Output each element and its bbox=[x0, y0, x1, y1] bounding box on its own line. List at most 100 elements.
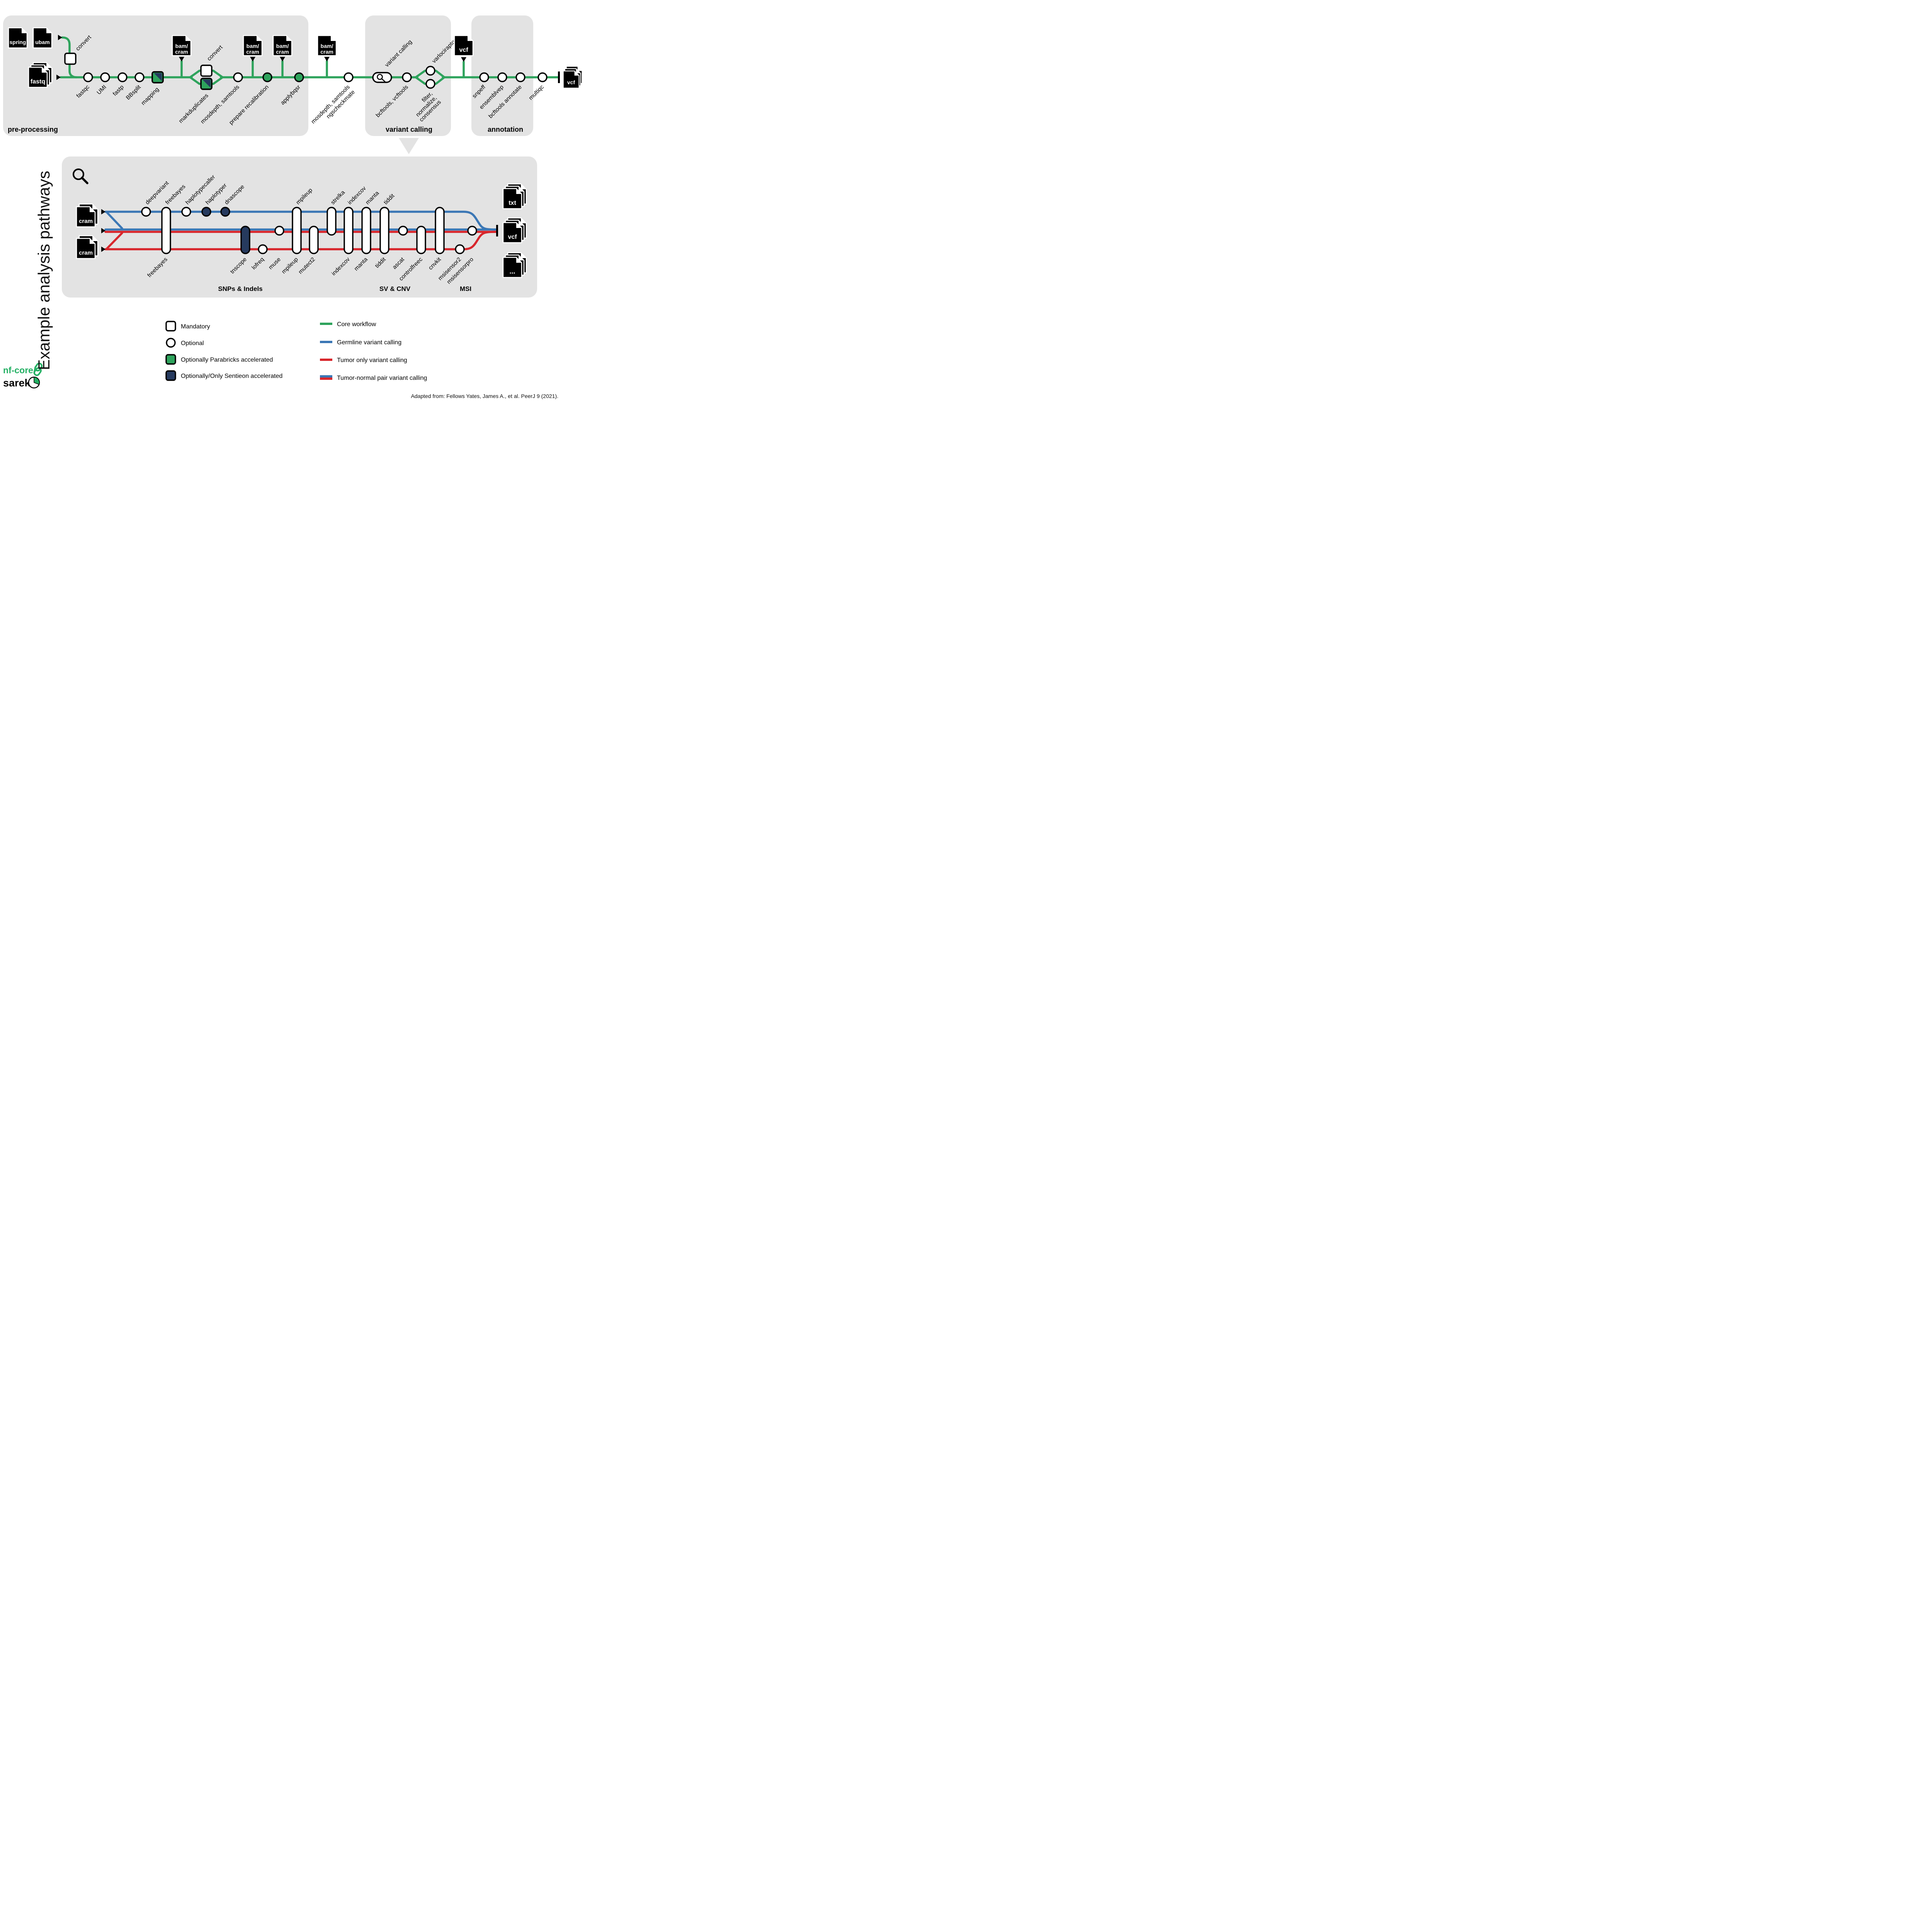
station-prepare-recalibration bbox=[262, 72, 272, 82]
station-bcftools-annotate bbox=[515, 72, 526, 82]
legend-lines: Core workflow Germline variant calling T… bbox=[320, 321, 427, 381]
svg-text:bam/: bam/ bbox=[276, 43, 289, 49]
station-bcftools-vcftools bbox=[402, 72, 412, 82]
legend-germline-label: Germline variant calling bbox=[337, 339, 401, 346]
legend-sentieon-icon bbox=[165, 370, 176, 381]
file-icon-bamcram-3: bam/ cram bbox=[272, 35, 293, 56]
station-convert-2 bbox=[200, 65, 213, 77]
station-mosdepth-ngscheckmate bbox=[344, 72, 354, 82]
file-icon-bamcram-1: bam/ cram bbox=[172, 35, 192, 56]
section-sv-cnv: SV & CNV bbox=[379, 285, 411, 293]
svg-text:ubam: ubam bbox=[35, 39, 49, 45]
output-arrow-vcf bbox=[461, 57, 466, 62]
svg-text:vcf: vcf bbox=[508, 234, 517, 240]
svg-text:vcf: vcf bbox=[459, 47, 468, 53]
file-icon-vcf-output-top: vcf bbox=[563, 66, 583, 88]
nf-core-sarek-logo: nf-core/ sarek bbox=[3, 362, 43, 389]
svg-text:bam/: bam/ bbox=[321, 43, 333, 49]
svg-text:fastq: fastq bbox=[31, 78, 45, 85]
station-controlfreec bbox=[416, 226, 426, 254]
legend-optional-icon bbox=[166, 338, 176, 348]
station-manta bbox=[361, 207, 371, 254]
legend-parabricks-label: Optionally Parabricks accelerated bbox=[181, 357, 273, 363]
legend-mandatory-label: Mandatory bbox=[181, 323, 210, 330]
station-dnascope bbox=[220, 207, 230, 217]
attribution-footer: Adapted from: Fellows Yates, James A., e… bbox=[411, 393, 558, 399]
magnifier-icon bbox=[73, 168, 88, 184]
output-arrow-bamcram-3 bbox=[280, 57, 285, 61]
svg-text:cram: cram bbox=[320, 49, 333, 55]
file-icon-fastq: fastq bbox=[28, 62, 53, 88]
station-fastp bbox=[117, 72, 128, 82]
side-title: Example analysis pathways bbox=[35, 171, 53, 370]
station-haplotyper bbox=[201, 207, 211, 217]
station-varlociraptor-bottom bbox=[425, 79, 435, 89]
station-applybqsr bbox=[294, 72, 304, 82]
file-icon-spring: spring bbox=[8, 27, 28, 49]
station-variant-calling bbox=[372, 72, 392, 83]
station-umi bbox=[100, 72, 110, 82]
svg-text:cram: cram bbox=[276, 49, 289, 55]
legend-parabricks-icon bbox=[165, 354, 176, 365]
file-icon-vcf-branch: vcf bbox=[454, 35, 474, 56]
input-arrow-spring-ubam bbox=[58, 35, 62, 40]
station-convert-input bbox=[64, 53, 77, 65]
logo-sarek: sarek bbox=[3, 377, 31, 389]
magnifier-icon-small bbox=[377, 74, 383, 80]
station-bbsplit bbox=[134, 72, 145, 82]
legend-tumor-label: Tumor only variant calling bbox=[337, 357, 407, 364]
station-ascat bbox=[398, 226, 408, 236]
station-msisensor2 bbox=[455, 244, 465, 254]
station-indexcov bbox=[344, 207, 354, 254]
svg-text:cram: cram bbox=[175, 49, 188, 55]
legend-core-label: Core workflow bbox=[337, 321, 376, 328]
station-haplotypecaller bbox=[181, 207, 191, 217]
station-muse bbox=[274, 226, 284, 236]
input-arrow-pair bbox=[101, 228, 105, 233]
file-icon-vcf-output: vcf bbox=[502, 217, 527, 243]
station-mapping bbox=[151, 71, 164, 83]
output-arrow-bamcram-2 bbox=[250, 57, 255, 61]
file-icon-txt-output: txt bbox=[502, 183, 527, 209]
section-msi: MSI bbox=[460, 285, 471, 293]
core-line-end-cap bbox=[558, 71, 560, 83]
station-mpileup bbox=[292, 207, 302, 254]
svg-text:cram: cram bbox=[79, 218, 93, 224]
station-ensemblvep bbox=[497, 72, 507, 82]
file-icon-bamcram-4: bam/ cram bbox=[317, 35, 337, 56]
station-fastqc bbox=[83, 72, 93, 82]
svg-text:spring: spring bbox=[10, 39, 26, 45]
station-varlociraptor-top bbox=[425, 66, 435, 76]
logo-nf-core: nf-core/ bbox=[3, 365, 36, 375]
svg-text:...: ... bbox=[509, 267, 515, 275]
legend-mandatory-icon bbox=[165, 321, 176, 332]
file-icon-ubam: ubam bbox=[32, 27, 53, 49]
station-msisensorpro bbox=[467, 226, 477, 236]
legend-nodes: Mandatory Optional Optionally Parabricks… bbox=[165, 321, 282, 381]
station-lofreq bbox=[258, 244, 268, 254]
svg-text:bam/: bam/ bbox=[247, 43, 259, 49]
pathways-end-cap bbox=[496, 225, 498, 236]
variant-calling-title: variant calling bbox=[386, 126, 432, 133]
input-arrow-cram-tumor bbox=[101, 247, 105, 252]
input-arrow-cram-germline bbox=[101, 209, 105, 214]
nf-core-loop-icon bbox=[33, 362, 43, 376]
station-multiqc bbox=[537, 72, 548, 82]
input-arrow-fastq bbox=[56, 75, 61, 80]
legend-pair-label: Tumor-normal pair variant calling bbox=[337, 375, 427, 381]
legend-optional-label: Optional bbox=[181, 340, 204, 347]
output-arrow-bamcram-4 bbox=[324, 57, 330, 61]
legend-sentieon-label: Optionally/Only Sentieon accelerated bbox=[181, 373, 282, 379]
svg-text:cram: cram bbox=[246, 49, 259, 55]
file-icon-bamcram-2: bam/ cram bbox=[243, 35, 263, 56]
pipeline-diagram: pre-processing variant calling annotatio… bbox=[3, 15, 583, 399]
station-snpeff bbox=[479, 72, 489, 82]
output-arrow-bamcram-1 bbox=[179, 57, 184, 61]
annotation-title: annotation bbox=[488, 126, 523, 133]
station-tnscope bbox=[240, 226, 250, 254]
svg-text:bam/: bam/ bbox=[175, 43, 188, 49]
station-strelka bbox=[327, 207, 337, 236]
station-mutect2 bbox=[309, 226, 319, 254]
station-cnvkit bbox=[435, 207, 445, 254]
file-icon-cram-normal: cram bbox=[76, 203, 99, 228]
